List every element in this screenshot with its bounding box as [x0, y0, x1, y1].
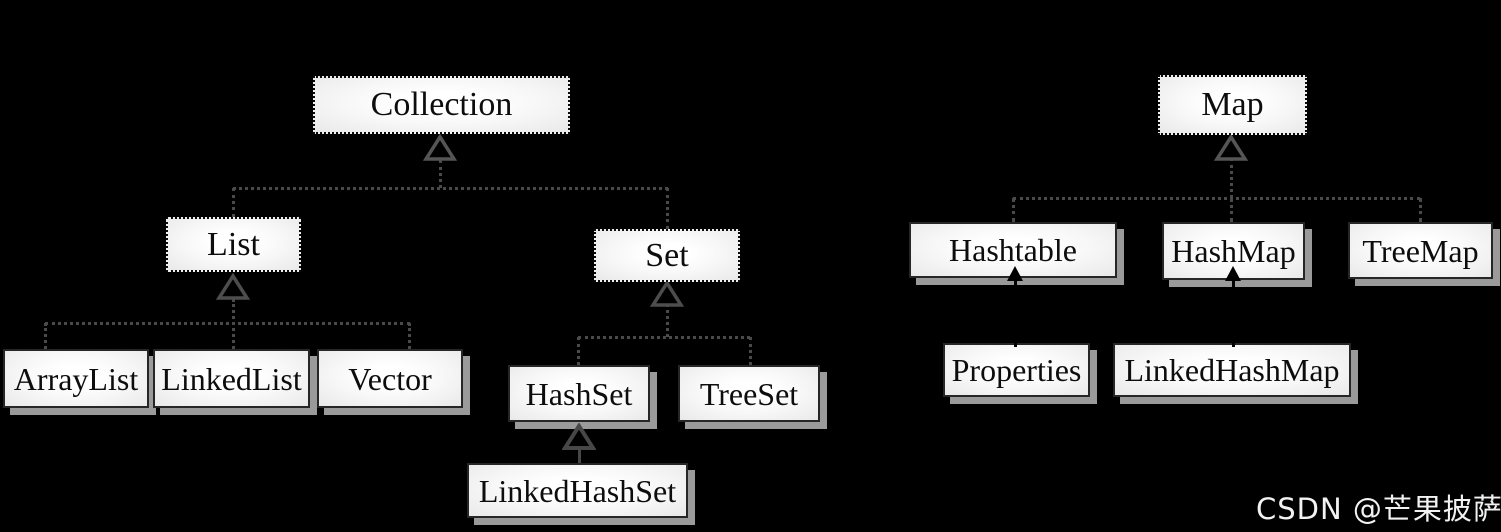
node-treemap: TreeMap: [1348, 222, 1493, 279]
connector-collection-stem: [439, 160, 442, 188]
node-linkedlist: LinkedList: [153, 349, 310, 408]
node-hashset: HashSet: [508, 365, 650, 422]
inheritance-arrow-map: [1214, 134, 1248, 161]
node-collection-label: Collection: [370, 86, 513, 123]
node-linkedlist-label: LinkedList: [161, 360, 302, 397]
node-hashmap: HashMap: [1162, 222, 1305, 280]
node-hashtable: Hashtable: [909, 222, 1117, 278]
connector-to-set: [666, 188, 669, 229]
inheritance-arrow-set: [650, 280, 684, 307]
connector-to-treeset: [749, 337, 752, 365]
node-set-label: Set: [645, 236, 689, 274]
connector-map-stem: [1230, 158, 1233, 198]
node-linkedhashmap: LinkedHashMap: [1113, 343, 1351, 397]
connector-list-branch: [45, 322, 410, 325]
node-properties-label: Properties: [951, 352, 1082, 388]
inheritance-arrow-hashset: [562, 423, 596, 450]
extends-line-properties: [1014, 274, 1017, 347]
inheritance-arrow-list: [216, 273, 250, 300]
node-collection: Collection: [313, 76, 570, 134]
node-vector: Vector: [317, 349, 463, 408]
node-linkedhashset-label: LinkedHashSet: [478, 472, 677, 509]
node-hashmap-label: HashMap: [1171, 233, 1296, 269]
node-vector-label: Vector: [348, 360, 432, 397]
node-map: Map: [1158, 75, 1307, 135]
node-treeset-label: TreeSet: [699, 375, 799, 412]
csdn-watermark: CSDN @芒果披萨: [1256, 492, 1501, 526]
node-arraylist: ArrayList: [3, 349, 149, 408]
node-arraylist-label: ArrayList: [13, 360, 139, 397]
extends-arrow-hashmap: [1225, 266, 1241, 281]
extends-line-linkedhashmap: [1232, 274, 1235, 347]
inheritance-arrow-collection: [423, 134, 457, 161]
node-properties: Properties: [943, 343, 1090, 397]
connector-map-branch: [1013, 197, 1420, 200]
connector-to-vector: [408, 323, 411, 349]
connector-to-hashmap: [1230, 198, 1233, 222]
node-list-label: List: [207, 225, 260, 263]
connector-to-treemap: [1419, 198, 1422, 222]
connector-to-hashtable: [1012, 198, 1015, 222]
node-treeset: TreeSet: [678, 365, 820, 422]
node-map-label: Map: [1201, 86, 1264, 123]
connector-set-branch: [578, 336, 750, 339]
node-hashtable-label: Hashtable: [949, 232, 1077, 268]
node-list: List: [166, 217, 301, 272]
node-linkedhashset: LinkedHashSet: [467, 463, 688, 518]
extends-arrow-hashtable: [1007, 266, 1023, 281]
connector-collection-branch: [233, 187, 668, 190]
node-hashset-label: HashSet: [525, 375, 633, 412]
connector-to-hashset: [577, 337, 580, 365]
extends-line-linkedhashset: [578, 446, 581, 463]
node-linkedhashmap-label: LinkedHashMap: [1124, 352, 1340, 388]
node-treemap-label: TreeMap: [1362, 232, 1479, 269]
connector-to-arraylist: [44, 323, 47, 349]
connector-to-list: [232, 188, 235, 217]
node-set: Set: [594, 229, 740, 282]
connector-set-stem: [666, 304, 669, 337]
